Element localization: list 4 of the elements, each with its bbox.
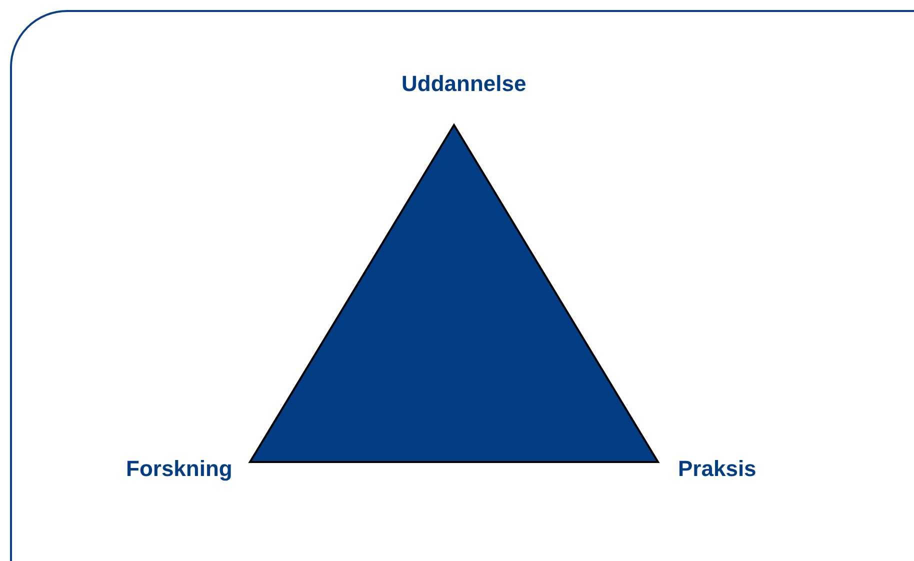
vertex-label: Uddannelse: [402, 71, 526, 97]
vertex-label: Forskning: [126, 456, 232, 482]
vertex-label: Praksis: [678, 456, 756, 482]
triangle-shape: [248, 123, 660, 463]
